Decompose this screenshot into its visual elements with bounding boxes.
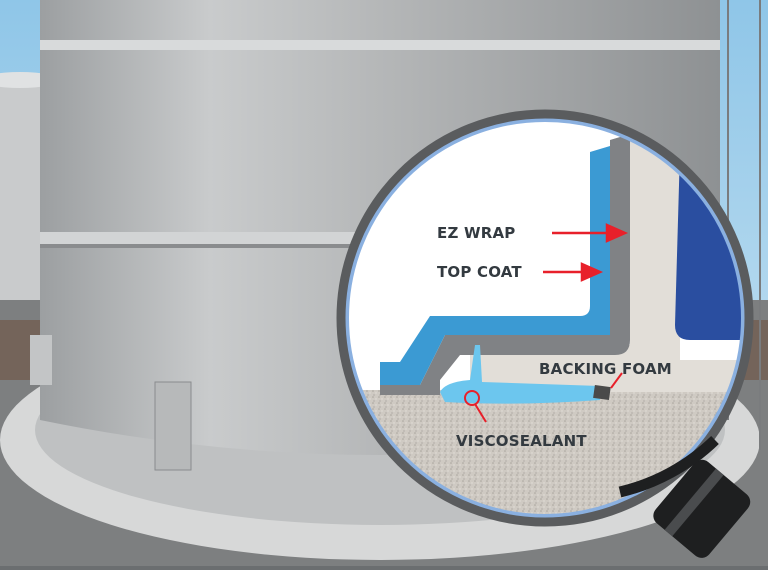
label-viscosealant: VISCOSEALANT bbox=[456, 432, 587, 450]
label-backing-foam: BACKING FOAM bbox=[539, 360, 672, 378]
magnifier-handle bbox=[653, 459, 751, 558]
label-top-coat: TOP COAT bbox=[437, 263, 522, 281]
label-ez-wrap: EZ WRAP bbox=[437, 224, 516, 242]
